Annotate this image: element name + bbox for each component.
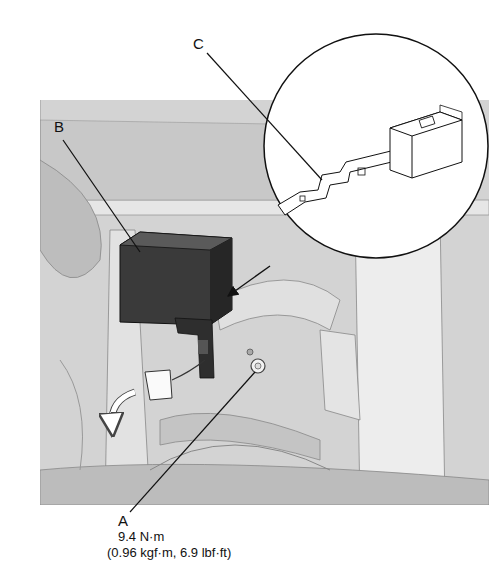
callout-letter: A: [118, 513, 128, 530]
torque-value: 9.4 N·m: [118, 530, 164, 544]
detail-inset: [207, 34, 488, 258]
callout-letter: B: [54, 119, 64, 136]
detail-arrow: [228, 266, 270, 296]
callout-letter: C: [193, 36, 204, 53]
leader-line: [63, 140, 140, 252]
leader-line: [130, 372, 255, 512]
torque-value: (0.96 kgf·m, 6.9 lbf·ft): [107, 546, 231, 560]
